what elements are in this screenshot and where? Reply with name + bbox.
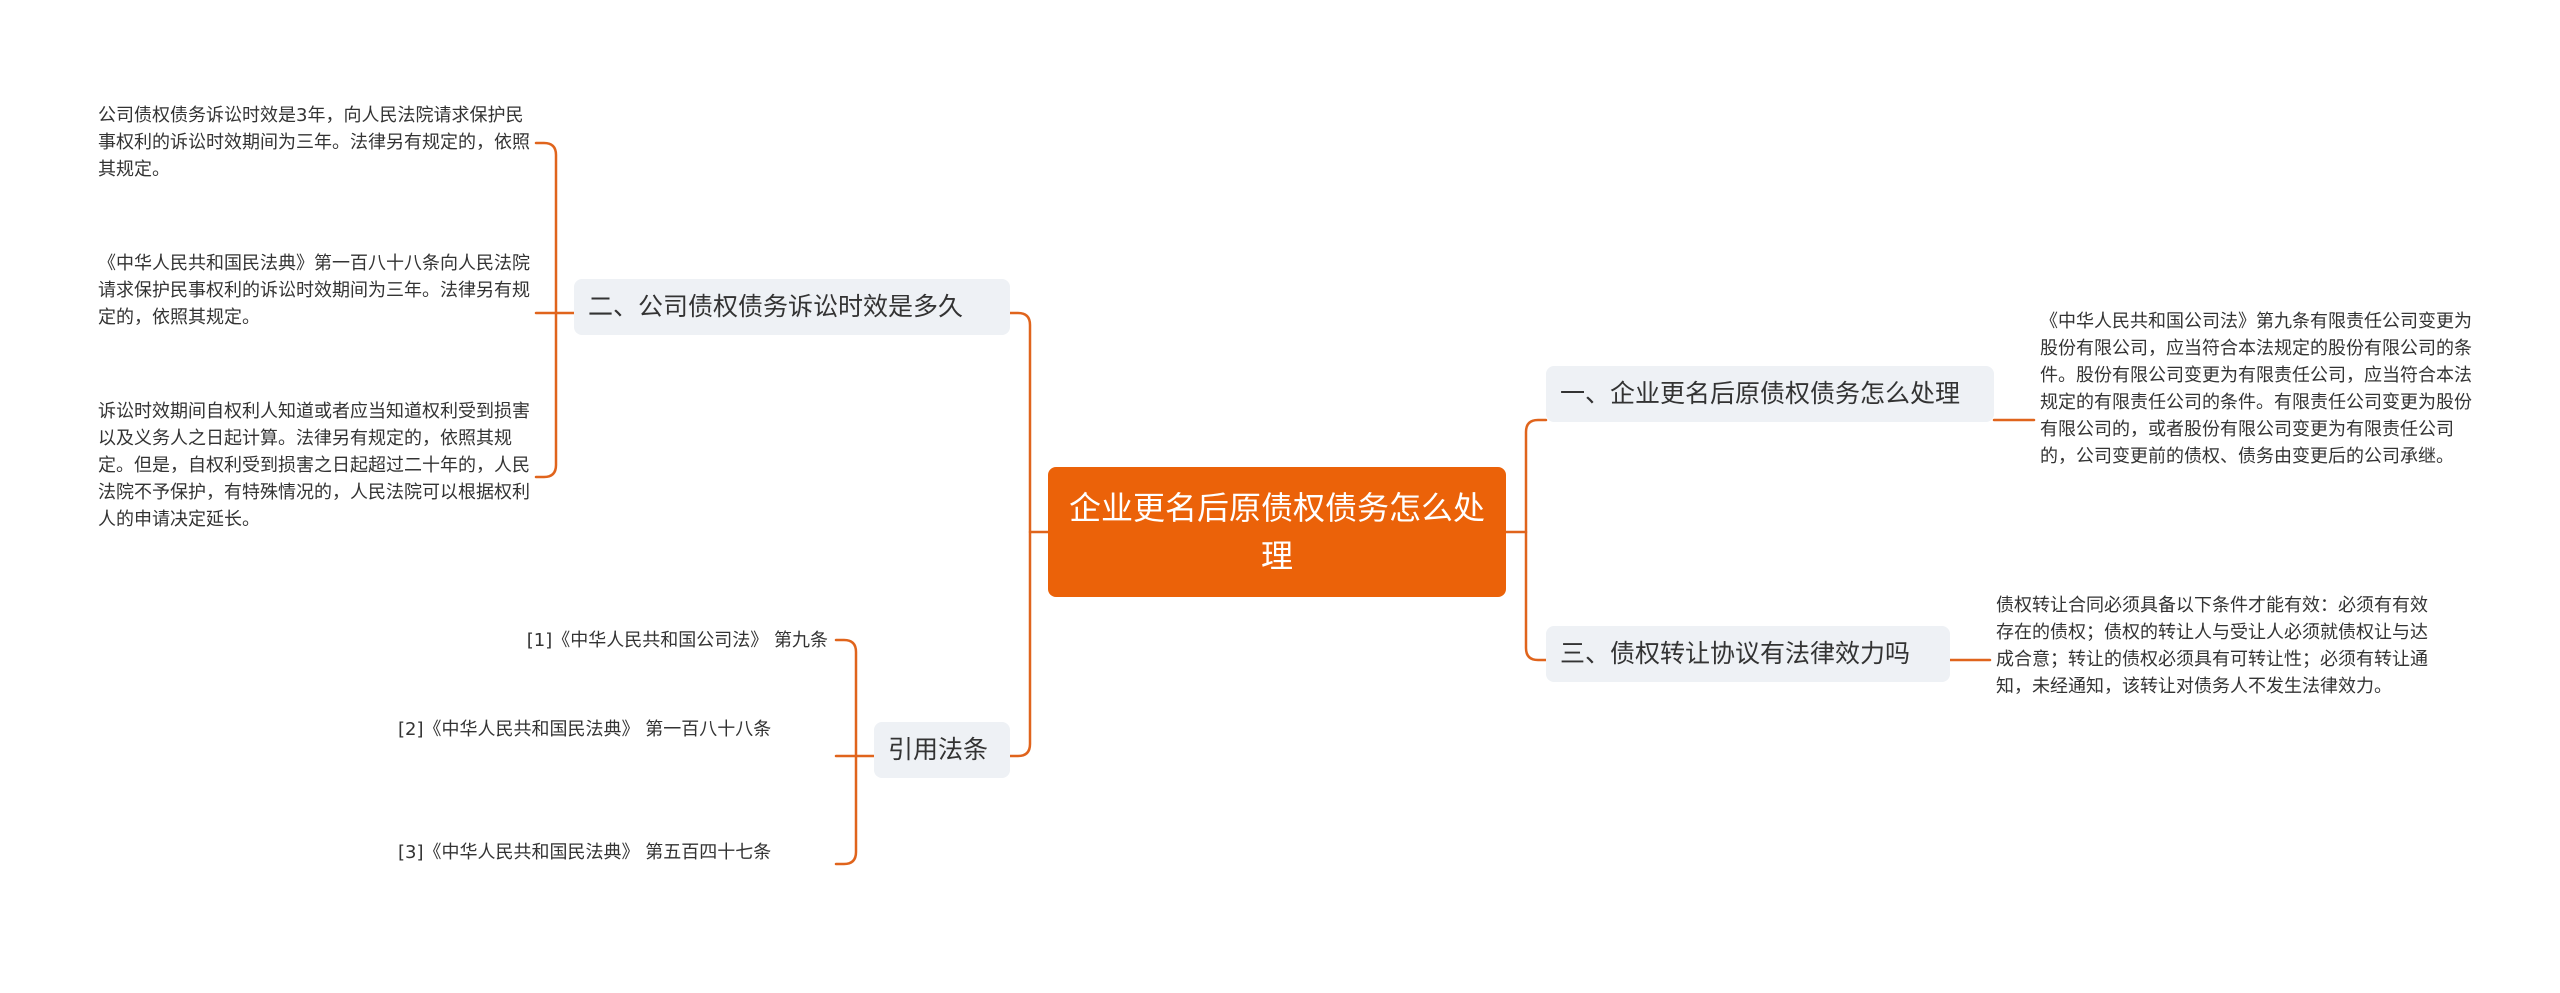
branch-rename-debt-label: 一、企业更名后原债权债务怎么处理 [1560, 379, 1961, 408]
reference-1[interactable]: [1]《中华人民共和国公司法》 第九条 [456, 627, 828, 654]
branch-transfer-validity[interactable]: 三、债权转让协议有法律效力吗 [1546, 626, 1950, 682]
detail-transfer-validity-text: 债权转让合同必须具备以下条件才能有效：必须有有效存在的债权；债权的转让人与受让人… [1996, 595, 2428, 697]
branch-limitation-period[interactable]: 二、公司债权债务诉讼时效是多久 [574, 279, 1010, 335]
reference-2[interactable]: [2]《中华人民共和国民法典》 第一百八十八条 [398, 716, 828, 743]
detail-rename-debt-text: 《中华人民共和国公司法》第九条有限责任公司变更为股份有限公司，应当符合本法规定的… [2040, 311, 2472, 467]
reference-2-text: [2]《中华人民共和国民法典》 第一百八十八条 [398, 719, 772, 740]
reference-3[interactable]: [3]《中华人民共和国民法典》 第五百四十七条 [398, 839, 828, 866]
branch-references-label: 引用法条 [888, 735, 989, 764]
leaf-limitation-1[interactable]: 公司债权债务诉讼时效是3年，向人民法院请求保护民事权利的诉讼时效期间为三年。法律… [98, 102, 530, 183]
detail-transfer-validity[interactable]: 债权转让合同必须具备以下条件才能有效：必须有有效存在的债权；债权的转让人与受让人… [1996, 592, 2428, 700]
branch-transfer-validity-label: 三、债权转让协议有法律效力吗 [1560, 639, 1911, 668]
reference-1-text: [1]《中华人民共和国公司法》 第九条 [526, 630, 828, 651]
central-topic-label: 企业更名后原债权债务怎么处理 [1068, 489, 1485, 575]
branch-references[interactable]: 引用法条 [874, 722, 1010, 778]
connector-left-trunk [1008, 311, 1032, 758]
leaf-limitation-1-text: 公司债权债务诉讼时效是3年，向人民法院请求保护民事权利的诉讼时效期间为三年。法律… [98, 105, 530, 180]
leaf-limitation-2[interactable]: 《中华人民共和国民法典》第一百八十八条向人民法院请求保护民事权利的诉讼时效期间为… [98, 250, 530, 331]
leaf-limitation-2-text: 《中华人民共和国民法典》第一百八十八条向人民法院请求保护民事权利的诉讼时效期间为… [98, 253, 530, 328]
branch-limitation-period-label: 二、公司债权债务诉讼时效是多久 [588, 292, 964, 321]
central-topic[interactable]: 企业更名后原债权债务怎么处理 [1048, 467, 1506, 597]
connector-refs-leaves [834, 638, 876, 866]
connector-statute-leaves [534, 141, 576, 479]
leaf-limitation-3-text: 诉讼时效期间自权利人知道或者应当知道权利受到损害以及义务人之日起计算。法律另有规… [98, 401, 530, 530]
connector-right-trunk [1524, 418, 1548, 662]
leaf-limitation-3[interactable]: 诉讼时效期间自权利人知道或者应当知道权利受到损害以及义务人之日起计算。法律另有规… [98, 398, 530, 533]
detail-rename-debt[interactable]: 《中华人民共和国公司法》第九条有限责任公司变更为股份有限公司，应当符合本法规定的… [2040, 308, 2476, 470]
branch-rename-debt[interactable]: 一、企业更名后原债权债务怎么处理 [1546, 366, 1994, 422]
reference-3-text: [3]《中华人民共和国民法典》 第五百四十七条 [398, 842, 772, 863]
